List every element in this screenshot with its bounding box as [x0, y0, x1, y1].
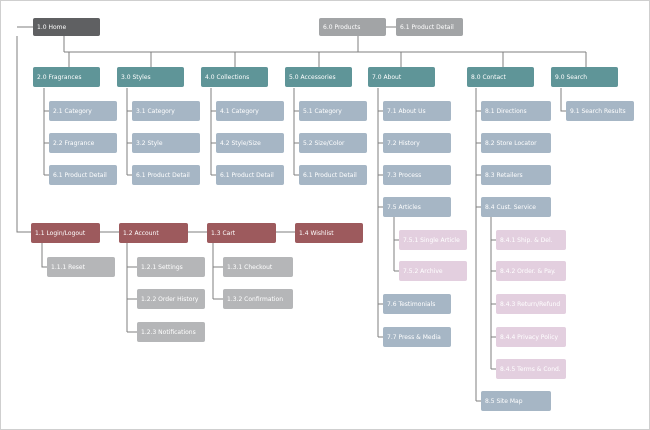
node-confirmation[interactable]: 1.3.2 Confirmation — [223, 289, 293, 309]
connector-cust-service — [490, 217, 496, 370]
node-home[interactable]: 1.0 Home — [33, 18, 100, 36]
connector-search — [560, 88, 566, 112]
node-order-history[interactable]: 1.2.2 Order History — [137, 289, 205, 309]
node-about-us[interactable]: 7.1 About Us — [383, 101, 451, 121]
node-order-pay[interactable]: 8.4.2 Order. & Pay. — [496, 261, 566, 281]
node-styles-detail[interactable]: 6.1 Product Detail — [132, 165, 200, 185]
node-product-detail[interactable]: 6.1 Product Detail — [396, 18, 463, 36]
connector-account — [126, 242, 137, 333]
node-coll-stylesize[interactable]: 4.2 Style/Size — [216, 133, 284, 153]
node-account[interactable]: 1.2 Account — [119, 223, 188, 243]
node-frag-fragrance[interactable]: 2.2 Fragrance — [49, 133, 117, 153]
connector-top-bus — [63, 36, 586, 53]
node-search-results[interactable]: 9.1 Search Results — [566, 101, 634, 121]
node-testimonials[interactable]: 7.6 Testimonials — [383, 294, 451, 314]
connector-contact — [475, 88, 481, 402]
node-coll-category[interactable]: 4.1 Category — [216, 101, 284, 121]
node-press[interactable]: 7.7 Press & Media — [383, 327, 451, 347]
node-notifications[interactable]: 1.2.3 Notifications — [137, 322, 205, 342]
node-accessories[interactable]: 5.0 Accessories — [285, 67, 352, 87]
node-return-refund[interactable]: 8.4.3 Return/Refund — [496, 294, 566, 314]
node-frag-detail[interactable]: 6.1 Product Detail — [49, 165, 117, 185]
connector-styles — [126, 88, 132, 176]
node-acc-sizecolor[interactable]: 5.2 Size/Color — [299, 133, 367, 153]
node-store-locator[interactable]: 8.2 Store Locator — [481, 133, 551, 153]
node-coll-detail[interactable]: 6.1 Product Detail — [216, 165, 284, 185]
node-archive[interactable]: 7.5.2 Archive — [399, 261, 467, 281]
node-history[interactable]: 7.2 History — [383, 133, 451, 153]
node-search[interactable]: 9.0 Search — [551, 67, 618, 87]
node-cart[interactable]: 1.3 Cart — [207, 223, 276, 243]
node-wishlist[interactable]: 1.4 Wishlist — [295, 223, 363, 243]
node-styles-category[interactable]: 3.1 Category — [132, 101, 200, 121]
node-checkout[interactable]: 1.3.1 Checkout — [223, 257, 293, 277]
connector-home-trunk — [16, 36, 31, 233]
node-styles[interactable]: 3.0 Styles — [117, 67, 184, 87]
node-login[interactable]: 1.1 Login/Logout — [31, 223, 100, 243]
node-reset[interactable]: 1.1.1 Reset — [47, 257, 115, 277]
connector-section-drops — [68, 52, 587, 67]
node-privacy[interactable]: 8.4.4 Privacy Policy — [496, 327, 566, 347]
node-retailers[interactable]: 8.3 Retailers — [481, 165, 551, 185]
node-terms[interactable]: 8.4.5 Terms & Cond. — [496, 359, 566, 379]
connector-about — [377, 88, 383, 338]
connector-cart — [212, 242, 223, 300]
node-cust-service[interactable]: 8.4 Cust. Service — [481, 197, 551, 217]
node-site-map[interactable]: 8.5 Site Map — [481, 391, 551, 411]
connector-fragrances — [43, 88, 49, 176]
node-styles-style[interactable]: 3.2 Style — [132, 133, 200, 153]
node-fragrances[interactable]: 2.0 Fragrances — [33, 67, 100, 87]
node-process[interactable]: 7.3 Process — [383, 165, 451, 185]
connector-accessories — [293, 88, 299, 176]
node-settings[interactable]: 1.2.1 Settings — [137, 257, 205, 277]
node-acc-detail[interactable]: 6.1 Product Detail — [299, 165, 367, 185]
connector-articles — [393, 217, 399, 272]
node-directions[interactable]: 8.1 Directions — [481, 101, 551, 121]
node-collections[interactable]: 4.0 Collections — [201, 67, 268, 87]
node-ship-del[interactable]: 8.4.1 Ship. & Del. — [496, 230, 566, 250]
connector-collections — [210, 88, 216, 176]
node-acc-category[interactable]: 5.1 Category — [299, 101, 367, 121]
node-contact[interactable]: 8.0 Contact — [467, 67, 534, 87]
node-frag-category[interactable]: 2.1 Category — [49, 101, 117, 121]
node-single-article[interactable]: 7.5.1 Single Article — [399, 230, 467, 250]
node-products[interactable]: 6.0 Products — [319, 18, 386, 36]
node-about[interactable]: 7.0 About — [368, 67, 435, 87]
node-articles[interactable]: 7.5 Articles — [383, 197, 451, 217]
connector-login — [41, 242, 47, 268]
